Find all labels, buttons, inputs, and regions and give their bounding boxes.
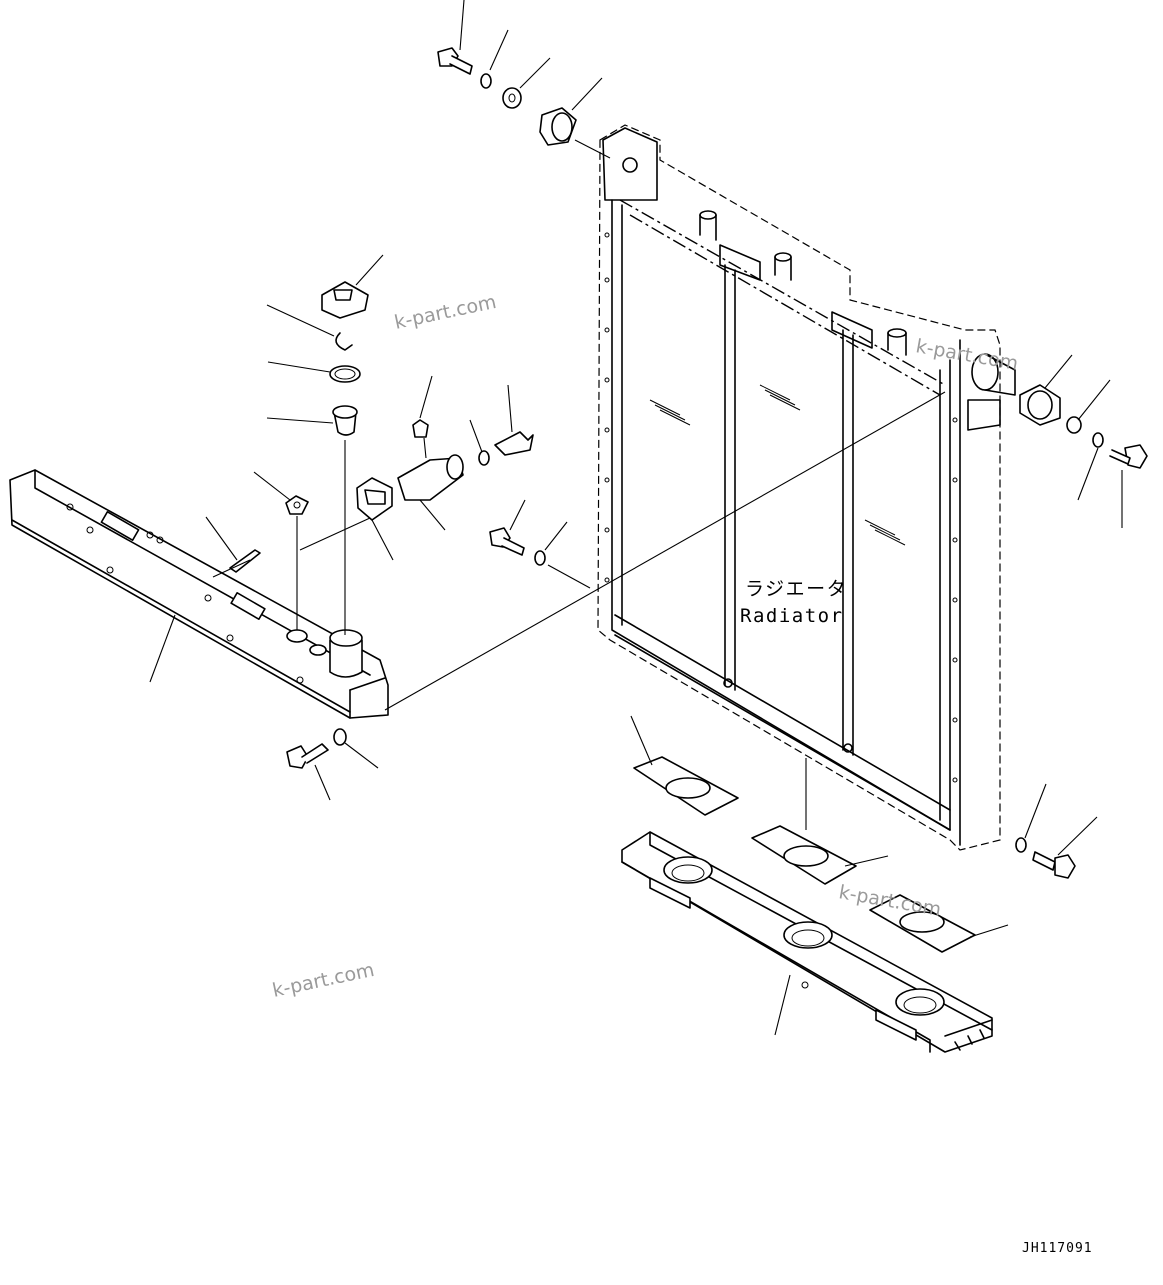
- figure-code: JH117091: [1022, 1241, 1093, 1256]
- upper-tank: [9, 469, 389, 719]
- right-pin-assembly: [1019, 354, 1148, 528]
- filler-cap-group: [205, 254, 384, 635]
- thermostat-housing: [299, 375, 534, 561]
- watermarks: k-part.com k-part.com k-part.com k-part.…: [270, 291, 1019, 1002]
- lower-right-bolt: [1015, 783, 1098, 879]
- watermark: k-part.com: [270, 959, 376, 1002]
- center-bolt: [489, 499, 591, 589]
- radiator-label: ラジエータ Radiator: [740, 578, 847, 627]
- lower-left-bolt: [286, 391, 946, 801]
- bottom-support: [621, 715, 1009, 1053]
- radiator-core: [597, 124, 1016, 851]
- watermark: k-part.com: [392, 291, 498, 334]
- radiator-label-en: Radiator: [740, 605, 844, 627]
- top-bolt-assembly: [437, 0, 611, 159]
- watermark: k-part.com: [914, 335, 1020, 375]
- radiator-label-jp: ラジエータ: [745, 578, 847, 600]
